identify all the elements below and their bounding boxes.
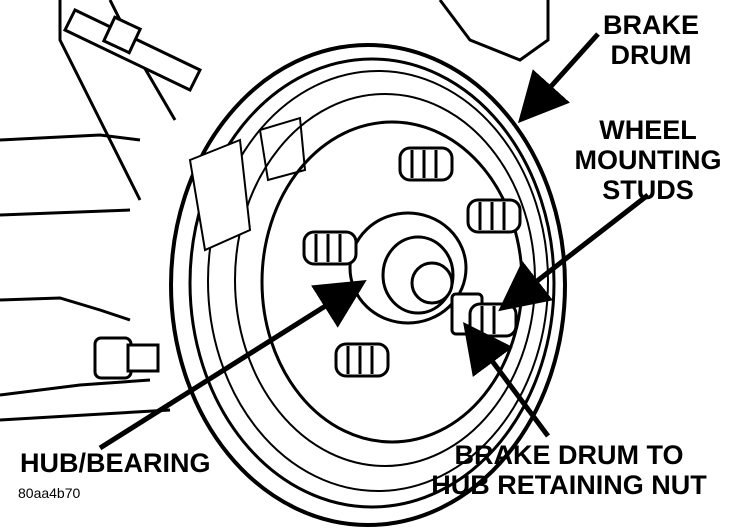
arrow-brake-drum <box>517 32 600 124</box>
stud-top <box>398 146 454 182</box>
arrow-hub-bearing <box>98 280 367 451</box>
label-studs-line2: MOUNTING <box>574 145 722 175</box>
label-hub-bearing: HUB/BEARING <box>20 448 211 478</box>
label-brake-drum-line2: DRUM <box>610 40 692 70</box>
label-studs-line1: WHEEL <box>599 115 697 145</box>
axle-rod <box>62 8 203 92</box>
label-brake-drum-line1: BRAKE <box>602 10 699 40</box>
label-wheel-mounting-studs: WHEEL MOUNTING STUDS <box>568 115 728 205</box>
hub-bearing <box>348 211 468 325</box>
label-retaining-nut: BRAKE DRUM TO HUB RETAINING NUT <box>424 440 714 500</box>
figure-code: 80aa4b70 <box>18 485 81 501</box>
arrow-retaining-nut <box>463 321 551 438</box>
stud-bottom <box>334 342 390 378</box>
label-brake-drum: BRAKE DRUM <box>596 10 706 70</box>
arrow-wheel-studs <box>498 193 650 312</box>
stud-right-upper <box>466 198 522 234</box>
label-nut-line1: BRAKE DRUM TO <box>454 440 684 470</box>
wheel-studs <box>302 146 522 378</box>
stud-left <box>302 230 358 266</box>
leader-arrows <box>98 32 650 451</box>
label-nut-line2: HUB RETAINING NUT <box>431 470 707 500</box>
side-bolt <box>93 336 160 380</box>
label-studs-line3: STUDS <box>602 175 694 205</box>
